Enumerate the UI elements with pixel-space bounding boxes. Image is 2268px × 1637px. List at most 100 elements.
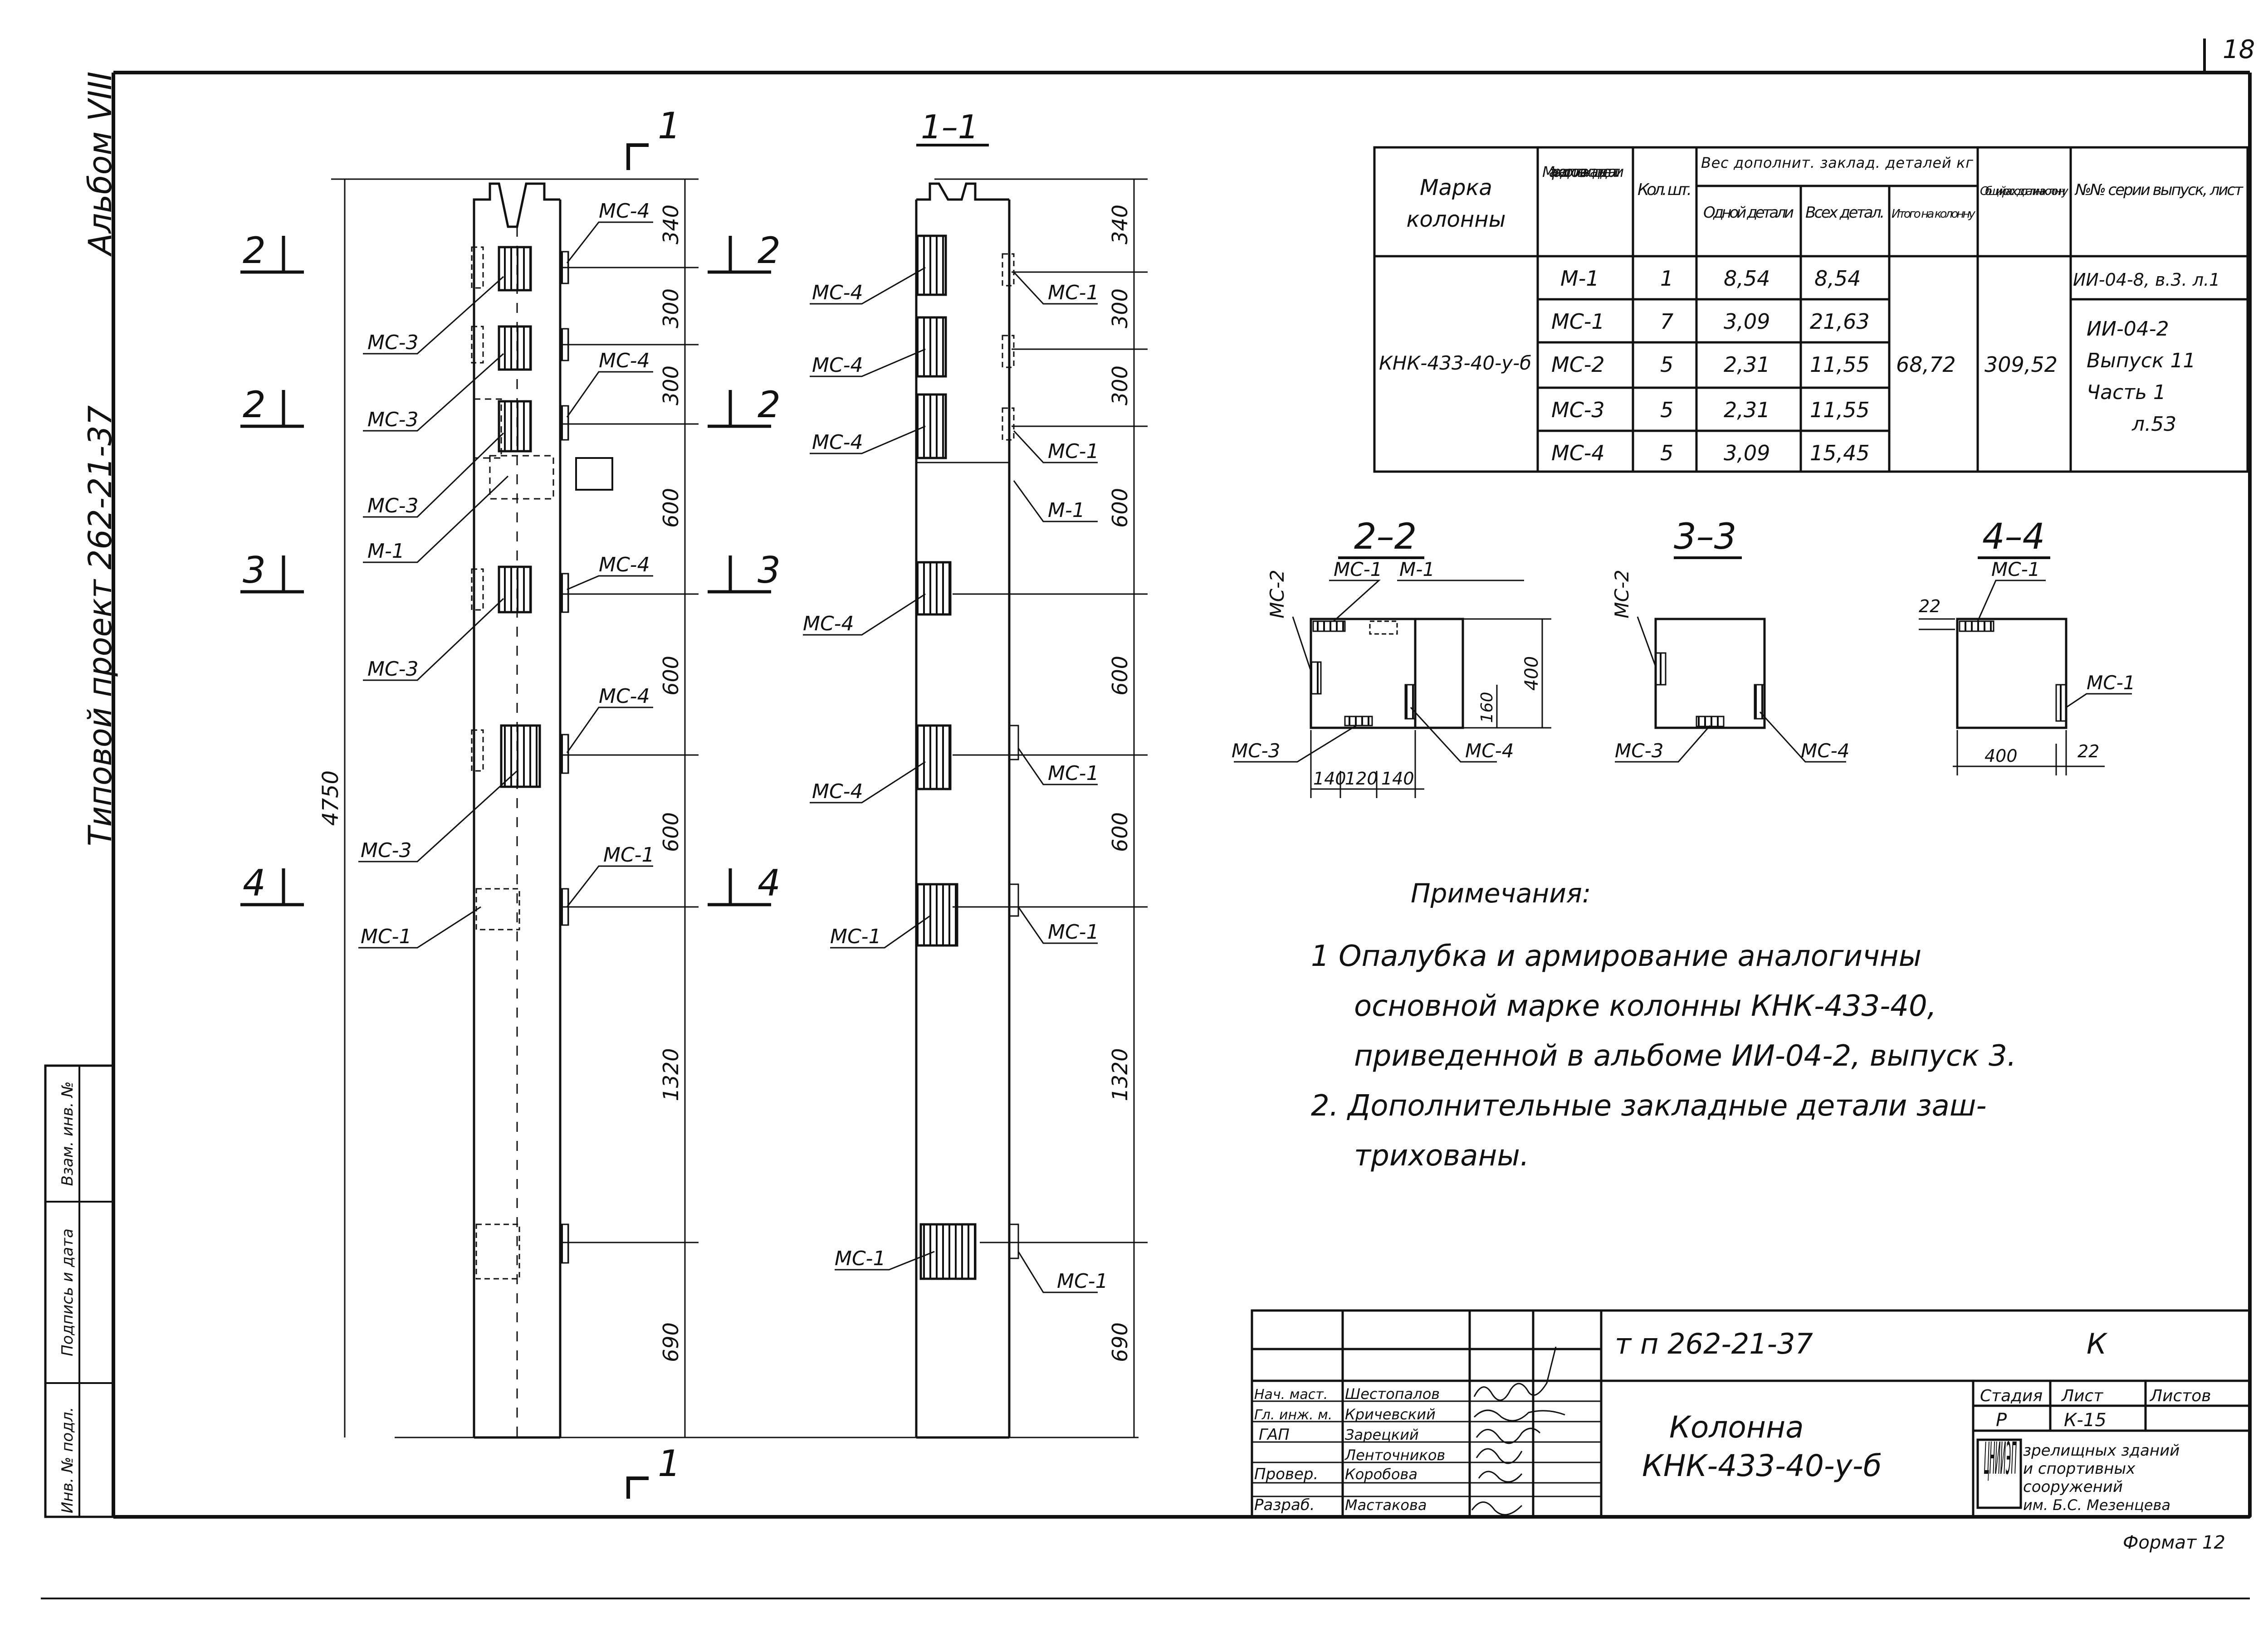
section-1-1-title: 1–1 — [921, 108, 979, 146]
label-sec-right-1: МС-1 — [1048, 281, 1099, 304]
s33-label-mc2: МС-2 — [1611, 570, 1633, 618]
tb-sheet-value: К-15 — [2064, 1410, 2107, 1431]
label-main-right-5: МС-1 — [603, 843, 655, 867]
notes-line-1: 1 Опалубка и армирование аналогичны — [1311, 940, 1921, 973]
label-sec-left-2: МС-4 — [812, 354, 863, 377]
tb-name-4: Ленточников — [1344, 1447, 1445, 1464]
cut-3-right: 3 — [758, 549, 781, 591]
label-sec-left-7: МС-1 — [835, 1247, 886, 1270]
dim-main-3: 300 — [659, 365, 683, 405]
th-series: №№ серии выпуск, лист — [2074, 181, 2244, 199]
label-sec-right-2: МС-1 — [1048, 440, 1099, 463]
dim-sec-1: 340 — [1108, 205, 1132, 244]
label-main-left-5: МС-3 — [367, 658, 419, 681]
cut-1-top: 1 — [658, 105, 681, 147]
tb-name-3: Зарецкий — [1345, 1426, 1419, 1443]
section-4-4-drawing — [1919, 556, 2132, 775]
s22-dim-120: 120 — [1345, 769, 1378, 789]
dim-sec-4: 600 — [1108, 488, 1132, 528]
tb-letter: К — [2087, 1327, 2108, 1360]
cell-series-1: ИИ-04-8, в.3. л.1 — [2073, 270, 2220, 290]
sheet-number: 18 — [2223, 35, 2255, 64]
cell-r1-all: 8,54 — [1814, 266, 1861, 291]
tb-role-5: Провер. — [1254, 1465, 1318, 1483]
cut-2b-right: 2 — [758, 384, 781, 426]
s44-dim-400: 400 — [1984, 746, 2018, 766]
tb-role-3: ГАП — [1259, 1426, 1290, 1444]
dim-sec-3: 300 — [1108, 365, 1132, 405]
th-column-mark-2: колонны — [1406, 207, 1505, 232]
th-w-total: Итого на колонну — [1892, 207, 1976, 221]
cell-total: 68,72 — [1896, 352, 1956, 377]
cell-r4-mark: МС-3 — [1551, 398, 1605, 422]
th-column-mark-1: Марка — [1420, 175, 1492, 200]
section-2-2-title: 2–2 — [1354, 516, 1417, 557]
dim-main-2: 300 — [659, 288, 683, 328]
cell-r4-all: 11,55 — [1810, 398, 1870, 422]
cell-r5-mark: МС-4 — [1551, 441, 1605, 465]
section-4-4-title: 4–4 — [1982, 516, 2045, 557]
notes-line-5: трихованы. — [1354, 1139, 1529, 1173]
cell-r1-mark: М-1 — [1560, 266, 1599, 291]
tb-org-2: и спортивных — [2023, 1460, 2136, 1478]
label-main-left-1: МС-3 — [367, 331, 419, 354]
cell-steel-total: 309,52 — [1984, 352, 2058, 377]
cell-r3-qty: 5 — [1660, 352, 1673, 377]
notes-title: Примечания: — [1411, 878, 1591, 909]
label-main-left-4: М-1 — [367, 540, 405, 563]
tb-stage-value: Р — [1996, 1410, 2007, 1431]
label-sec-left-3: МС-4 — [812, 431, 863, 454]
th-part-mark: Марка дополн. закладн. детали — [1542, 163, 1624, 180]
s22-dim-160: 160 — [1478, 692, 1496, 723]
section-3-3-title: 3–3 — [1674, 516, 1736, 557]
cell-series-3: Выпуск 11 — [2087, 349, 2195, 372]
s44-label-mc1-top: МС-1 — [1991, 558, 2040, 580]
tb-org-3: сооружений — [2023, 1478, 2123, 1496]
dim-sec-7: 1320 — [1108, 1048, 1132, 1101]
section-2-2-drawing — [1234, 556, 1551, 798]
dim-main-4: 600 — [659, 488, 683, 528]
tb-org-logo: ЦНИИЭП — [1984, 1433, 2017, 1484]
signatures — [1471, 1346, 1565, 1515]
label-sec-left-5: МС-4 — [812, 780, 863, 803]
cell-r2-mark: МС-1 — [1551, 309, 1605, 334]
notes-line-2: основной марке колонны КНК-433-40, — [1354, 989, 1936, 1023]
s22-label-mc2: МС-2 — [1266, 570, 1288, 618]
th-qty: Кол. шт. — [1637, 180, 1692, 199]
cell-r1-qty: 1 — [1660, 266, 1673, 291]
tb-stage-header: Стадия — [1980, 1387, 2043, 1405]
project-side-label: Типовой проект 262-21-37 — [82, 405, 119, 846]
dim-sec-2: 300 — [1108, 288, 1132, 328]
tb-name-1: Шестопалов — [1345, 1385, 1440, 1403]
tb-org-1: зрелищных зданий — [2023, 1442, 2180, 1460]
s22-label-mc3: МС-3 — [1232, 740, 1280, 762]
s33-label-mc3: МС-3 — [1615, 740, 1663, 762]
label-main-right-1: МС-4 — [599, 200, 650, 223]
cell-r2-one: 3,09 — [1724, 309, 1770, 334]
title-block — [1251, 1309, 2251, 1518]
s22-dim-400: 400 — [1521, 656, 1542, 691]
dim-sec-6: 600 — [1108, 812, 1132, 852]
sheet-format: Формат 12 — [2123, 1532, 2225, 1553]
cell-r3-all: 11,55 — [1810, 352, 1870, 377]
cell-r1-one: 8,54 — [1724, 266, 1770, 291]
cell-series-2: ИИ-04-2 — [2087, 317, 2169, 341]
cell-r3-mark: МС-2 — [1551, 352, 1605, 377]
label-sec-right-3: М-1 — [1048, 499, 1085, 522]
cell-r5-one: 3,09 — [1724, 441, 1770, 465]
cut-3-left: 3 — [243, 549, 266, 591]
tb-name-6: Мастакова — [1345, 1496, 1427, 1514]
th-w-one: Одной детали — [1703, 204, 1794, 222]
cell-r2-all: 21,63 — [1810, 309, 1870, 334]
dim-main-5: 600 — [659, 656, 683, 696]
label-main-right-2: МС-4 — [599, 349, 650, 372]
cell-r5-qty: 5 — [1660, 441, 1673, 465]
th-w-all: Всех детал. — [1805, 204, 1885, 222]
cut-4-left: 4 — [243, 862, 266, 904]
column-elevation-main — [240, 143, 1139, 1499]
embedded-parts-table — [1373, 146, 2249, 473]
s22-label-mc4: МС-4 — [1465, 740, 1514, 762]
dim-main-7: 1320 — [659, 1048, 683, 1101]
tb-name-5: Коробова — [1345, 1466, 1418, 1483]
